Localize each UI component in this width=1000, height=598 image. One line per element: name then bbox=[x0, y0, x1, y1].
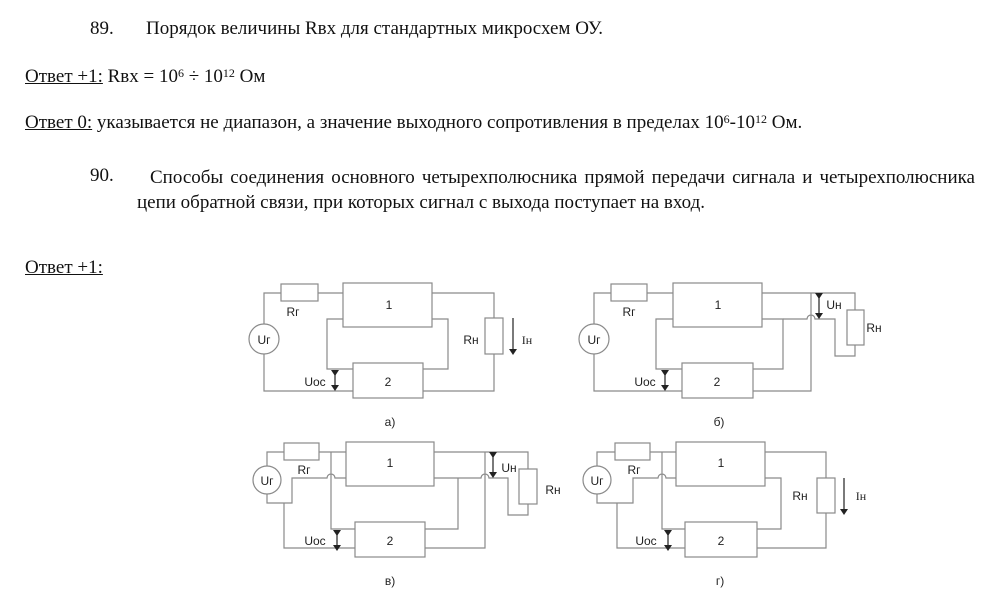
resistor-rg bbox=[280, 283, 319, 302]
diagram-g: 1 2 Rг Uг Rн Iн Uос г) bbox=[582, 441, 867, 588]
question-89-text: Порядок величины Rвх для стандартных мик… bbox=[146, 18, 603, 39]
block-1 bbox=[342, 282, 433, 328]
wire bbox=[326, 318, 449, 370]
diagram-label: 2 bbox=[385, 375, 392, 389]
diagram-label: 2 bbox=[714, 375, 721, 389]
wire bbox=[757, 451, 827, 549]
answer-label: Ответ +1: bbox=[25, 66, 103, 87]
source-ug bbox=[248, 323, 280, 355]
diagram-label: Iн bbox=[522, 333, 533, 347]
answer-label: Ответ 0: bbox=[25, 112, 93, 133]
diagram-label: Uг bbox=[587, 333, 601, 347]
diagram-label: Uн bbox=[826, 298, 841, 312]
exponent: 6 bbox=[723, 112, 730, 126]
block-1 bbox=[675, 441, 766, 487]
diagram-label: 1 bbox=[386, 298, 393, 312]
diagram-v: 1 2 Rг Uг Rн Uн Uос в) bbox=[252, 441, 561, 588]
diagram-label: Rг bbox=[627, 463, 641, 477]
wire bbox=[425, 451, 529, 549]
source-ug bbox=[578, 323, 610, 355]
answer-text: Ом bbox=[234, 66, 266, 87]
answer-text: указывается не диапазон, а значение выхо… bbox=[96, 112, 724, 133]
diagram-label: 2 bbox=[387, 534, 394, 548]
block-2 bbox=[681, 362, 754, 399]
diagram-label: Uос bbox=[634, 375, 655, 389]
resistor-rn bbox=[846, 309, 865, 346]
exponent: 12 bbox=[754, 112, 767, 126]
diagram-label: Uос bbox=[304, 534, 325, 548]
resistor-rn bbox=[518, 468, 538, 505]
diagram-label: Rн bbox=[866, 321, 881, 335]
resistor-rg bbox=[283, 442, 320, 461]
q89-answer-plus1: Ответ +1: Rвх = 106 ÷ 1012 Ом bbox=[25, 66, 265, 88]
diagram-label: Uн bbox=[501, 461, 516, 475]
diagram-label: в) bbox=[385, 574, 395, 588]
source-ug bbox=[582, 465, 612, 495]
diagram-label: Rн bbox=[463, 333, 478, 347]
question-90-number: 90. bbox=[90, 165, 114, 186]
q89-answer-0: Ответ 0: указывается не диапазон, а знач… bbox=[25, 112, 802, 134]
block-1 bbox=[672, 282, 763, 328]
block-1 bbox=[345, 441, 435, 487]
resistor-rg bbox=[614, 442, 651, 461]
question-90-text: Способы соединения основного четырехполю… bbox=[137, 167, 975, 213]
question-89-number: 89. bbox=[90, 18, 114, 39]
diagram-label: 1 bbox=[718, 456, 725, 470]
wire bbox=[593, 292, 856, 392]
block-2 bbox=[354, 521, 426, 558]
diagram-label: Uос bbox=[304, 375, 325, 389]
answer-text: Rвх = 10 bbox=[107, 66, 178, 87]
diagram-b: 1 2 Rг Uг Rн Uн Uос б) bbox=[578, 282, 882, 429]
exponent: 12 bbox=[222, 66, 235, 80]
diagram-label: Rг bbox=[286, 305, 300, 319]
diagram-a: 1 2 Rг Uг Rн Iн Uос а) bbox=[248, 282, 533, 429]
resistor-rn bbox=[816, 477, 836, 514]
block-2 bbox=[352, 362, 424, 399]
diagram-label: а) bbox=[385, 415, 396, 429]
exponent: 6 bbox=[177, 66, 184, 80]
diagram-label: Uос bbox=[635, 534, 656, 548]
q90-answer-label: Ответ +1: bbox=[25, 257, 103, 278]
resistor-rn bbox=[484, 317, 504, 355]
answer-text: Ом. bbox=[766, 112, 803, 133]
diagram-label: Uг bbox=[257, 333, 271, 347]
wire bbox=[266, 451, 355, 549]
block-2 bbox=[684, 521, 758, 558]
diagram-label: Uг bbox=[260, 474, 274, 488]
wire bbox=[655, 318, 784, 370]
diagram-label: 1 bbox=[715, 298, 722, 312]
wire bbox=[596, 451, 685, 549]
source-ug bbox=[252, 465, 282, 495]
diagram-label: Rн bbox=[792, 489, 807, 503]
diagram-label: Rг bbox=[297, 463, 311, 477]
wire bbox=[263, 292, 495, 392]
resistor-rg bbox=[610, 283, 648, 302]
answer-text: ÷ 10 bbox=[183, 66, 223, 87]
diagram-label: Rг bbox=[622, 305, 636, 319]
diagram-label: г) bbox=[716, 574, 724, 588]
diagram-label: 2 bbox=[718, 534, 725, 548]
diagram-label: Uг bbox=[590, 474, 604, 488]
answer-text: -10 bbox=[729, 112, 755, 133]
diagram-label: Iн bbox=[856, 489, 867, 503]
diagram-label: Rн bbox=[545, 483, 560, 497]
diagram-label: 1 bbox=[387, 456, 394, 470]
diagram-label: б) bbox=[714, 415, 725, 429]
